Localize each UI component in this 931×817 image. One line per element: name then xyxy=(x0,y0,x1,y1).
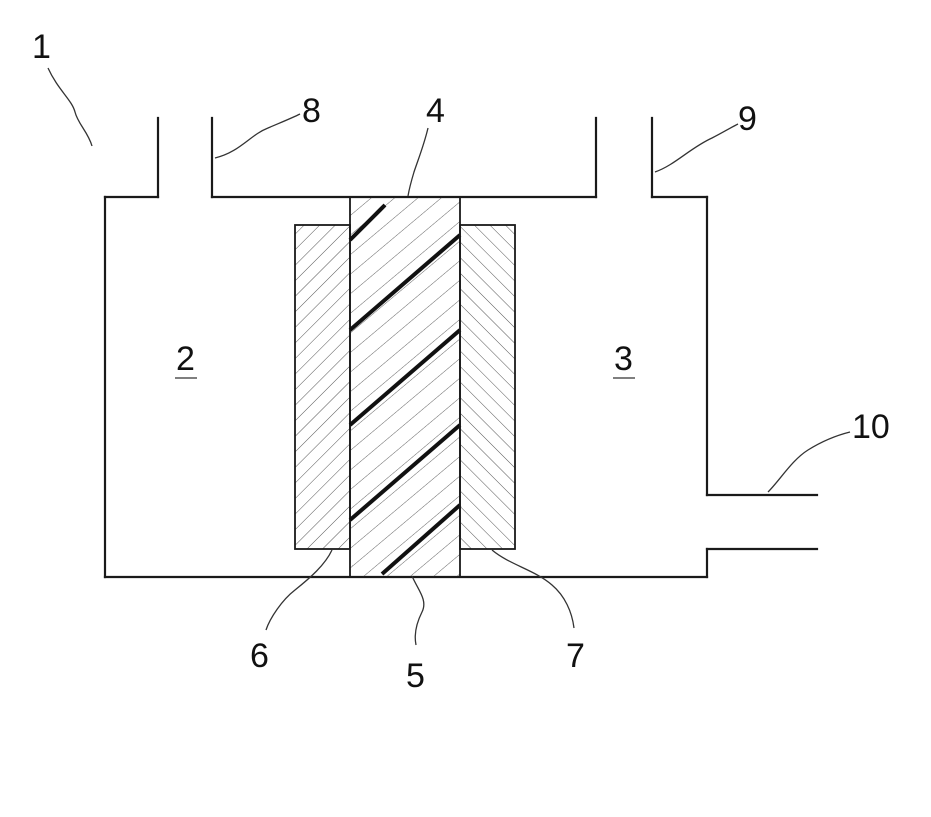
membrane xyxy=(350,197,460,577)
label-chamber-left: 2 xyxy=(176,340,195,378)
leader-4 xyxy=(408,128,428,196)
label-membrane-lower: 5 xyxy=(406,657,425,695)
leader-9 xyxy=(655,124,738,172)
leader-8 xyxy=(215,114,300,158)
leader-6 xyxy=(266,550,332,630)
electrode-left xyxy=(295,225,350,549)
leader-7 xyxy=(492,550,574,628)
label-outlet: 10 xyxy=(852,408,890,446)
electrode-right xyxy=(460,225,515,549)
label-apparatus: 1 xyxy=(32,28,51,66)
label-port-left: 8 xyxy=(302,92,321,130)
leader-1 xyxy=(48,68,92,146)
leader-10 xyxy=(768,432,850,492)
label-electrode-left: 6 xyxy=(250,637,269,675)
label-electrode-right: 7 xyxy=(566,637,585,675)
leader-5 xyxy=(412,576,424,645)
label-chamber-right: 3 xyxy=(614,340,633,378)
label-port-right: 9 xyxy=(738,100,757,138)
label-membrane: 4 xyxy=(426,92,445,130)
